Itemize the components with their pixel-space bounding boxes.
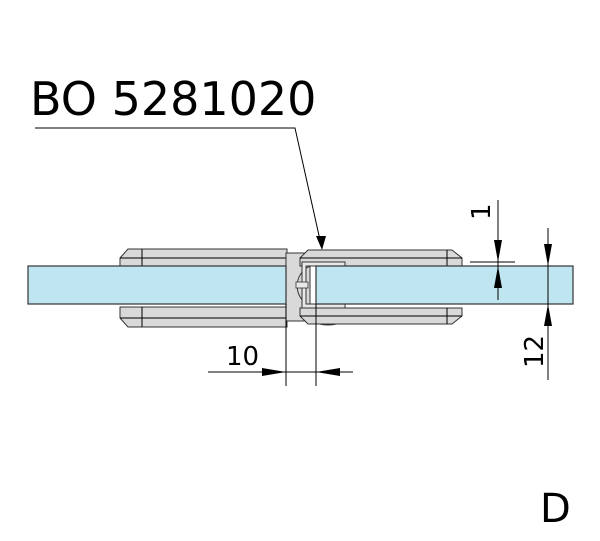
view-label: D xyxy=(540,486,571,532)
leader-line xyxy=(35,127,321,241)
dimension-offset-label: 1 xyxy=(467,203,497,220)
dimension-gap-label: 10 xyxy=(226,342,259,372)
dimension-gap xyxy=(208,304,353,386)
right-glass-pane xyxy=(315,265,574,305)
dimension-thickness xyxy=(544,228,552,380)
leader-arrow xyxy=(316,236,326,250)
part-number-label: BO 5281020 xyxy=(30,72,316,126)
left-glass-pane xyxy=(27,265,287,305)
dimension-thickness-label: 12 xyxy=(520,335,550,368)
dimension-offset xyxy=(470,200,515,300)
left-clamp xyxy=(119,248,288,328)
